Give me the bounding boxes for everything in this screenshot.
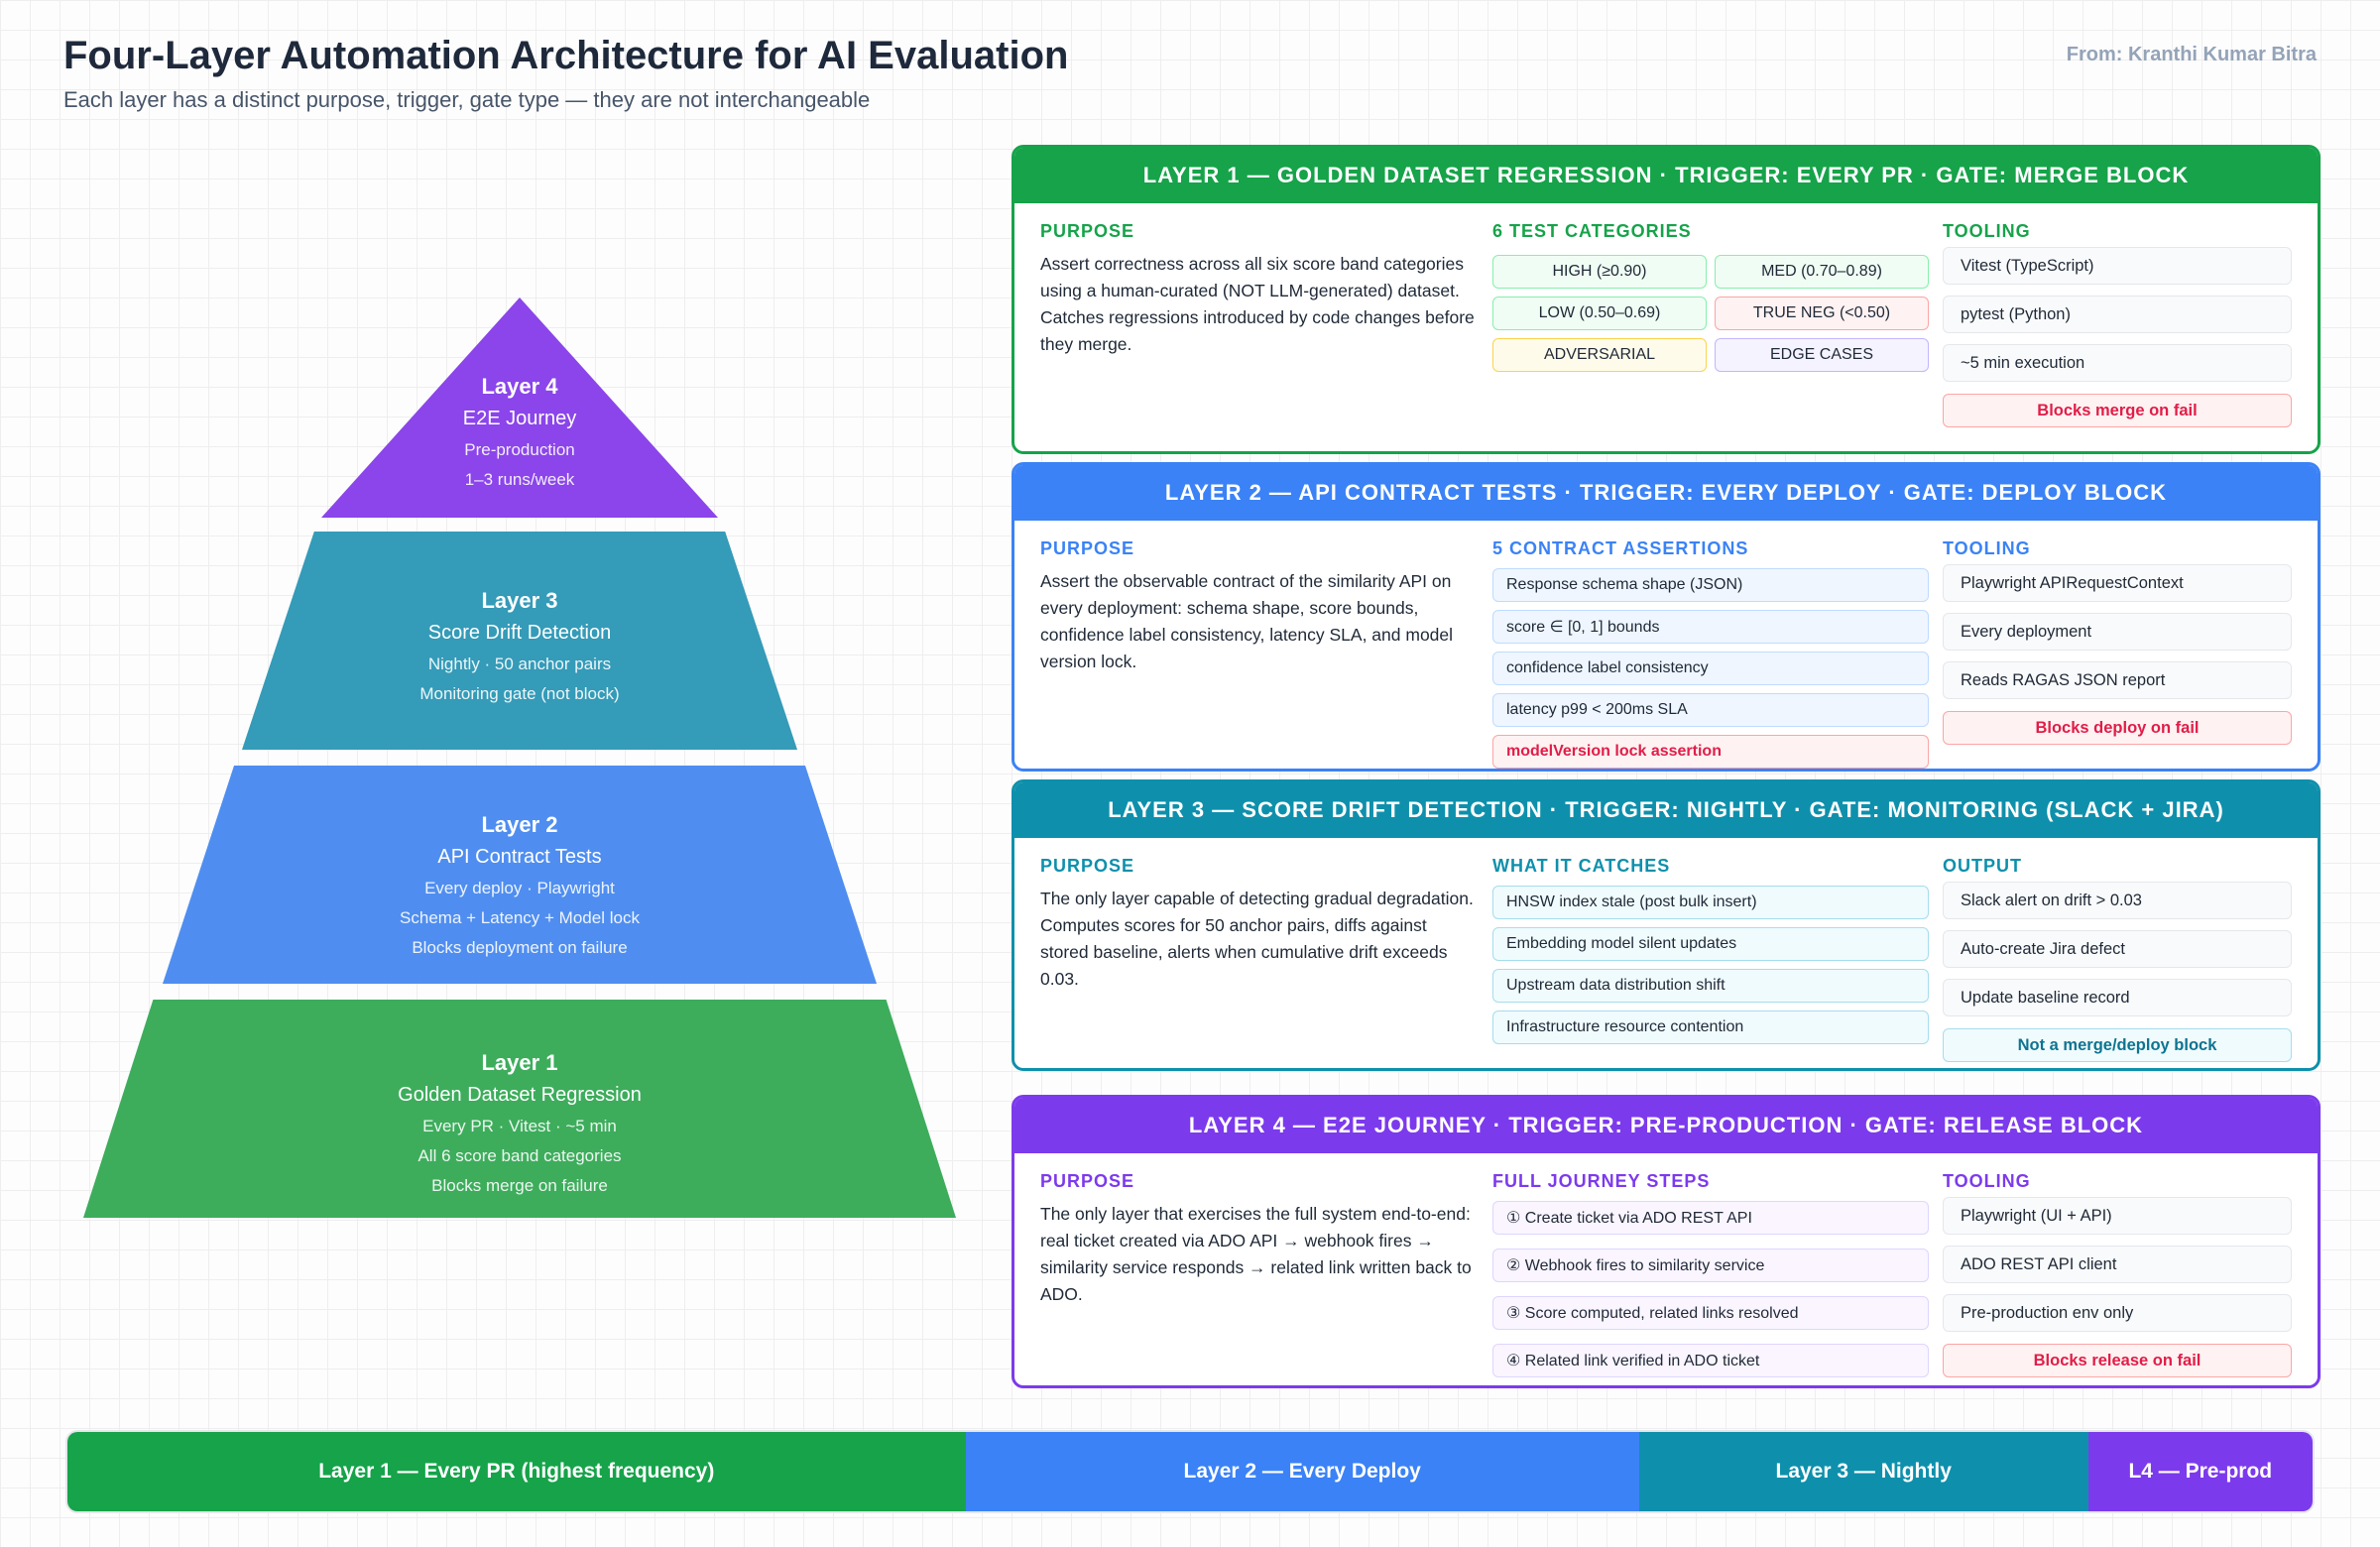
author-credit: From: Kranthi Kumar Bitra [2066, 44, 2317, 65]
catch-item: HNSW index stale (post bulk insert) [1492, 886, 1929, 919]
assertion-item-model-lock: modelVersion lock assertion [1492, 735, 1929, 769]
journey-step: ① Create ticket via ADO REST API [1492, 1201, 1929, 1235]
tooling-item: Playwright APIRequestContext [1943, 564, 2292, 602]
layer-2-card: LAYER 2 — API CONTRACT TESTS · TRIGGER: … [1012, 462, 2320, 772]
layer-3-card: LAYER 3 — SCORE DRIFT DETECTION · TRIGGE… [1012, 779, 2320, 1071]
purpose-label: PURPOSE [1040, 1171, 1135, 1191]
layer-1-card: LAYER 1 — GOLDEN DATASET REGRESSION · TR… [1012, 145, 2320, 454]
pyramid-layer-detail: Every deploy · Playwright [424, 879, 615, 897]
pyramid-layer-detail: Nightly · 50 anchor pairs [427, 654, 612, 673]
page-subtitle: Each layer has a distinct purpose, trigg… [63, 87, 871, 112]
frequency-segment-layer-2: Layer 2 — Every Deploy [965, 1432, 1639, 1511]
gate-badge: Blocks merge on fail [1943, 394, 2292, 427]
layer-3-card-header: LAYER 3 — SCORE DRIFT DETECTION · TRIGGE… [1014, 782, 2318, 838]
output-item: Slack alert on drift > 0.03 [1943, 882, 2292, 919]
tooling-item: Pre-production env only [1943, 1294, 2292, 1332]
pyramid-layer-name: E2E Journey [462, 408, 577, 429]
page-title: Four-Layer Automation Architecture for A… [63, 34, 1069, 77]
category-chip-med: MED (0.70–0.89) [1715, 255, 1929, 289]
layer-4-card-header: LAYER 4 — E2E JOURNEY · TRIGGER: PRE-PRO… [1014, 1098, 2318, 1153]
gate-badge: Blocks release on fail [1943, 1344, 2292, 1377]
category-chip-true-neg: TRUE NEG (<0.50) [1715, 297, 1929, 330]
pyramid-layer-title: Layer 1 [481, 1050, 558, 1075]
layer-1-card-header: LAYER 1 — GOLDEN DATASET REGRESSION · TR… [1014, 148, 2318, 203]
purpose-text: Assert correctness across all six score … [1040, 254, 1475, 354]
purpose-label: PURPOSE [1040, 856, 1135, 876]
tooling-item: pytest (Python) [1943, 296, 2292, 333]
pyramid-layer-detail: Schema + Latency + Model lock [400, 908, 640, 927]
category-chip-edge-cases: EDGE CASES [1715, 338, 1929, 372]
layer-2-card-header: LAYER 2 — API CONTRACT TESTS · TRIGGER: … [1014, 465, 2318, 521]
pyramid-layer-2: Layer 2 API Contract Tests Every deploy … [163, 766, 877, 984]
tooling-item: Reads RAGAS JSON report [1943, 661, 2292, 699]
tooling-label: TOOLING [1943, 538, 2031, 558]
pyramid-layer-name: API Contract Tests [437, 846, 602, 868]
purpose-text: Assert the observable contract of the si… [1040, 571, 1454, 671]
pyramid-layer-name: Score Drift Detection [427, 622, 612, 644]
purpose-label: PURPOSE [1040, 538, 1135, 558]
layer-4-card: LAYER 4 — E2E JOURNEY · TRIGGER: PRE-PRO… [1012, 1095, 2320, 1388]
pyramid-layer-detail: Every PR · Vitest · ~5 min [422, 1117, 617, 1135]
purpose-text: The only layer capable of detecting grad… [1040, 889, 1474, 989]
pyramid-layer-title: Layer 4 [481, 374, 558, 399]
pyramid-layer-3: Layer 3 Score Drift Detection Nightly · … [242, 532, 797, 750]
pyramid-layer-1: Layer 1 Golden Dataset Regression Every … [83, 1000, 956, 1218]
journey-step: ② Webhook fires to similarity service [1492, 1249, 1929, 1282]
assertion-item: score ∈ [0, 1] bounds [1492, 610, 1929, 644]
frequency-segment-layer-4: L4 — Pre-prod [2087, 1432, 2313, 1511]
catch-item: Upstream data distribution shift [1492, 969, 1929, 1003]
pyramid-layer-detail: All 6 score band categories [417, 1146, 622, 1165]
purpose-label: PURPOSE [1040, 221, 1135, 241]
category-chip-low: LOW (0.50–0.69) [1492, 297, 1707, 330]
frequency-segment-layer-3: Layer 3 — Nightly [1638, 1432, 2088, 1511]
purpose-text: The only layer that exercises the full s… [1040, 1204, 1472, 1304]
pyramid-layer-title: Layer 2 [481, 812, 558, 837]
tooling-item: ~5 min execution [1943, 344, 2292, 382]
frequency-segment-layer-1: Layer 1 — Every PR (highest frequency) [67, 1432, 966, 1511]
catch-item: Infrastructure resource contention [1492, 1011, 1929, 1044]
pyramid-layer-detail: 1–3 runs/week [464, 470, 575, 489]
tooling-item: ADO REST API client [1943, 1246, 2292, 1283]
assertion-item: Response schema shape (JSON) [1492, 568, 1929, 602]
gate-badge: Blocks deploy on fail [1943, 711, 2292, 745]
tooling-item: Vitest (TypeScript) [1943, 247, 2292, 285]
output-label: OUTPUT [1943, 856, 2022, 876]
category-chip-adversarial: ADVERSARIAL [1492, 338, 1707, 372]
journey-step: ③ Score computed, related links resolved [1492, 1296, 1929, 1330]
journey-steps-label: FULL JOURNEY STEPS [1492, 1171, 1711, 1191]
tooling-label: TOOLING [1943, 221, 2031, 241]
what-it-catches-label: WHAT IT CATCHES [1492, 856, 1671, 876]
pyramid-layer-detail: Pre-production [464, 440, 575, 459]
frequency-bar: Layer 1 — Every PR (highest frequency) L… [65, 1430, 2315, 1513]
journey-step: ④ Related link verified in ADO ticket [1492, 1344, 1929, 1377]
tooling-item: Playwright (UI + API) [1943, 1197, 2292, 1235]
tooling-item: Every deployment [1943, 613, 2292, 651]
output-item: Update baseline record [1943, 979, 2292, 1016]
pyramid-layer-detail: Blocks merge on failure [431, 1176, 608, 1195]
pyramid-layer-title: Layer 3 [481, 588, 558, 613]
assertion-item: confidence label consistency [1492, 652, 1929, 685]
gate-badge: Not a merge/deploy block [1943, 1028, 2292, 1062]
pyramid-layer-name: Golden Dataset Regression [398, 1084, 642, 1106]
pyramid-layer-detail: Blocks deployment on failure [412, 938, 628, 957]
category-chip-high: HIGH (≥0.90) [1492, 255, 1707, 289]
pyramid-layer-4: Layer 4 E2E Journey Pre-production 1–3 r… [321, 298, 718, 518]
output-item: Auto-create Jira defect [1943, 930, 2292, 968]
pyramid-layer-detail: Monitoring gate (not block) [419, 684, 620, 703]
tooling-label: TOOLING [1943, 1171, 2031, 1191]
catch-item: Embedding model silent updates [1492, 927, 1929, 961]
assertion-item: latency p99 < 200ms SLA [1492, 693, 1929, 727]
test-categories-label: 6 TEST CATEGORIES [1492, 221, 1692, 241]
contract-assertions-label: 5 CONTRACT ASSERTIONS [1492, 538, 1749, 558]
